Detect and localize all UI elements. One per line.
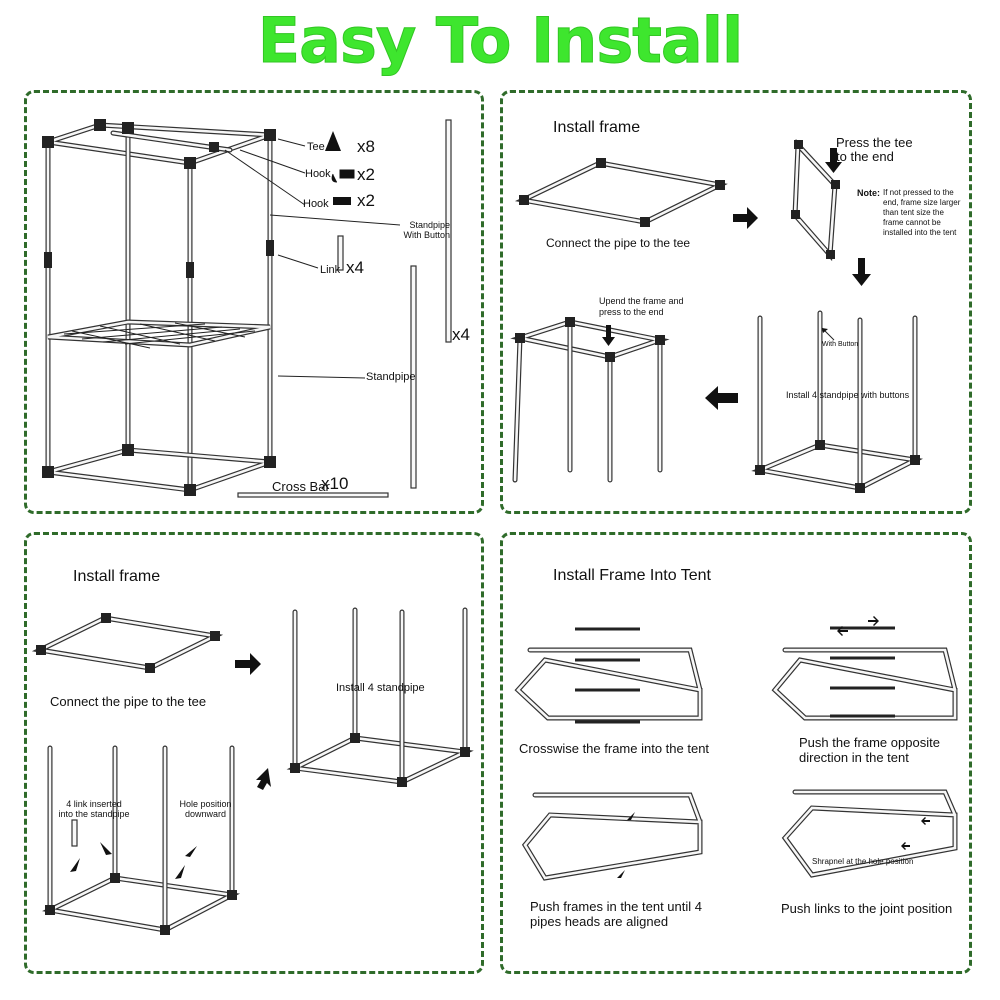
label-standpipe: Standpipe: [366, 371, 416, 383]
panel4-heading: Install Frame Into Tent: [553, 567, 711, 584]
panel2-note-text: If not pressed to the end, frame size la…: [883, 188, 961, 237]
panel4-crosswise-caption: Crosswise the frame into the tent: [519, 741, 710, 756]
page-title: Easy To Install: [257, 4, 743, 78]
panel2-with-button-label: With Button: [822, 341, 859, 348]
panel2-install-standpipe-caption: Install 4 standpipe with buttons: [786, 390, 910, 400]
label-hook-1-qty: x2: [357, 165, 375, 184]
label-link: Link: [320, 264, 341, 276]
panel2-upend-caption: Upend the frame and press to the end: [599, 296, 684, 317]
panel4-push-links-caption: Push links to the joint position: [781, 901, 953, 916]
panel3-heading: Install frame: [73, 568, 161, 585]
panel2-heading: Install frame: [553, 119, 641, 136]
label-cross-bar: Cross Bar: [272, 479, 330, 494]
label-standpipe-qty: x4: [452, 325, 470, 344]
panel2-note-label: Note:: [857, 188, 880, 198]
panel-install-frame-into-tent: [500, 532, 972, 974]
panel4-shrapnel-label: Shrapnel at the hole position: [812, 857, 914, 866]
label-link-qty: x4: [346, 258, 364, 277]
panel4-push-aligned-caption: Push frames in the tent until 4 pipes he…: [530, 899, 702, 929]
panel3-hole-position-caption: Hole position downward: [179, 799, 232, 819]
label-tee: Tee: [307, 141, 325, 153]
panel3-connect-caption: Connect the pipe to the tee: [50, 694, 207, 709]
label-hook-2: Hook: [303, 198, 329, 210]
label-standpipe-with-button: Standpipe With Button: [403, 220, 450, 240]
panel3-link-inserted-caption: 4 link inserted into the standpipe: [58, 799, 130, 819]
panel4-push-opposite-caption: Push the frame opposite direction in the…: [799, 735, 940, 765]
label-hook-1: Hook: [305, 168, 331, 180]
panel2-press-tee-label: Press the tee to the end: [836, 135, 913, 164]
panel3-install-standpipe-caption: Install 4 standpipe: [336, 682, 425, 694]
panel-parts-list: [24, 90, 484, 514]
label-cross-bar-qty: x10: [321, 474, 349, 493]
label-tee-qty: x8: [357, 137, 375, 156]
panel2-connect-caption: Connect the pipe to the tee: [546, 236, 691, 250]
panel-install-frame-with-buttons: [500, 90, 972, 514]
panel-install-frame-standpipe: [24, 532, 484, 974]
label-hook-2-qty: x2: [357, 191, 375, 210]
